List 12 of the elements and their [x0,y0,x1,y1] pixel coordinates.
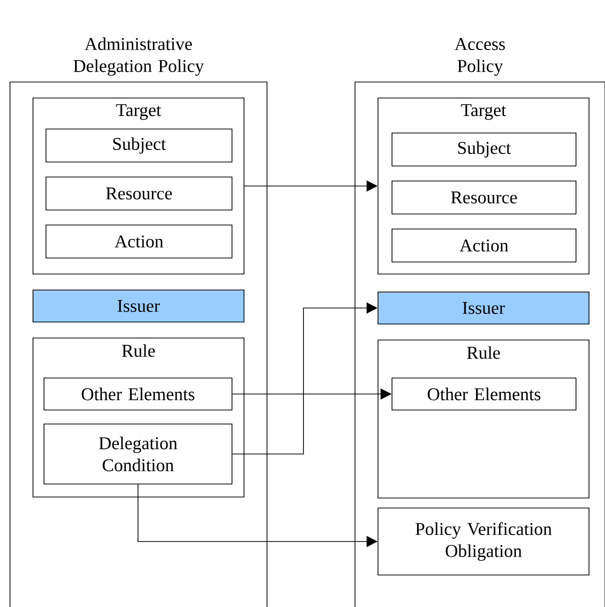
element-box: Delegation Condition [44,424,232,484]
element-box: Subject [392,132,576,166]
issuer-box: Issuer [378,292,590,324]
element-box: Other Elements [392,378,576,410]
element-box: Resource [392,180,576,214]
element-box: Action [392,228,576,262]
element-box: Policy Verification Obligation [378,508,590,576]
element-box: Other Elements [44,378,232,410]
element-box: Subject [46,128,232,162]
issuer-box: Issuer [32,290,244,322]
element-box: Resource [46,176,232,210]
element-box: Action [46,224,232,258]
